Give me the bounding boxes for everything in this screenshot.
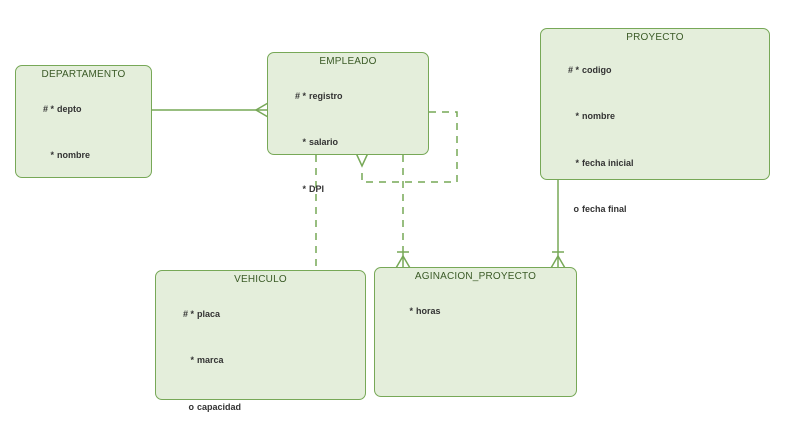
attribute-marker: *: [409, 305, 414, 316]
attribute-marker: o: [573, 204, 580, 214]
attribute-name: nombre: [57, 150, 91, 160]
attribute-marker: # *: [43, 103, 55, 114]
attribute-name: salario: [309, 137, 339, 147]
rel-empleado-self[interactable]: [355, 111, 458, 183]
attribute-row: *salario: [272, 120, 428, 167]
attribute-name: fecha inicial: [582, 157, 634, 168]
attribute-marker: # *: [568, 64, 580, 75]
attribute-name: depto: [57, 103, 82, 114]
attribute-marker: *: [190, 355, 195, 365]
entity-title: VEHICULO: [234, 274, 287, 285]
attribute-row: *nombre: [20, 133, 151, 180]
rel-empleado-aginacion[interactable]: [395, 155, 411, 269]
attribute-name: registro: [309, 90, 343, 101]
attribute-marker: # *: [295, 90, 307, 101]
entity-proyecto[interactable]: PROYECTO # *codigo *nombre *fecha inicia…: [540, 28, 770, 214]
attribute-row: *DPI: [272, 166, 428, 213]
attribute-list: # *depto *nombre: [20, 86, 151, 179]
attribute-row: # *placa: [160, 291, 365, 338]
entity-aginacion-proyecto[interactable]: AGINACION_PROYECTO *horas: [374, 267, 577, 397]
attribute-row: *fecha inicial: [545, 140, 769, 187]
rel-departamento-empleado[interactable]: [151, 102, 269, 118]
attribute-marker: *: [302, 137, 307, 147]
attribute-name: horas: [416, 305, 441, 316]
attribute-marker: *: [50, 150, 55, 160]
attribute-marker: # *: [183, 308, 195, 319]
attribute-name: codigo: [582, 64, 612, 75]
rel-proyecto-aginacion[interactable]: [550, 180, 566, 269]
entity-title: DEPARTAMENTO: [41, 69, 126, 80]
entity-title: AGINACION_PROYECTO: [414, 271, 537, 282]
entity-departamento[interactable]: DEPARTAMENTO # *depto *nombre: [15, 65, 152, 178]
attribute-marker: *: [575, 111, 580, 121]
attribute-marker: *: [302, 183, 307, 194]
relationship-lines: [151, 102, 566, 271]
attribute-row: *horas: [379, 288, 576, 335]
attribute-row: # *codigo: [545, 47, 769, 94]
attribute-name: DPI: [309, 183, 325, 194]
attribute-row: # *depto: [20, 86, 151, 133]
er-diagram-canvas: DEPARTAMENTO # *depto *nombre EMPLEADO #…: [15, 28, 770, 412]
attribute-name: placa: [197, 308, 221, 319]
attribute-marker: *: [575, 157, 580, 168]
attribute-name: nombre: [582, 111, 616, 121]
attribute-list: # *registro *salario *DPI: [272, 73, 428, 213]
entity-title: EMPLEADO: [319, 56, 377, 67]
attribute-name: marca: [197, 355, 224, 365]
attribute-row: *marca: [160, 338, 365, 385]
attribute-row: *nombre: [545, 94, 769, 141]
attribute-name: capacidad: [197, 401, 242, 412]
entity-title: PROYECTO: [626, 32, 684, 43]
attribute-row: # *registro: [272, 73, 428, 120]
attribute-name: fecha final: [582, 204, 627, 214]
attribute-list: *horas: [379, 288, 576, 335]
attribute-marker: o: [188, 401, 195, 412]
entity-empleado[interactable]: EMPLEADO # *registro *salario *DPI: [267, 52, 429, 194]
